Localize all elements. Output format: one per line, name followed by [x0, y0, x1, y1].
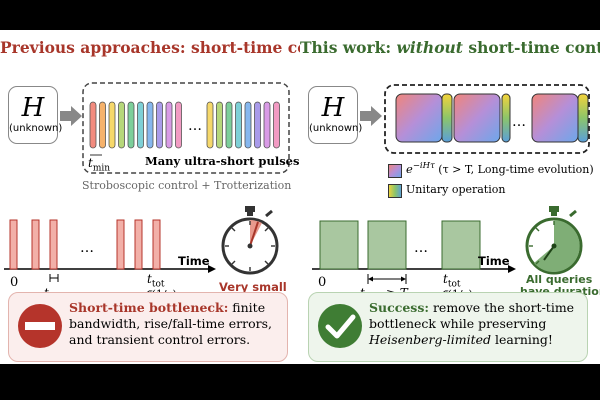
right-time-arrow-icon [508, 265, 516, 273]
block-ellipsis: … [512, 114, 526, 130]
right-flow-arrow-icon [360, 106, 382, 126]
check-circle-icon [318, 304, 362, 348]
right-panel: This work: without short-time control H … [300, 30, 600, 364]
left-bottleneck-box: Short-time bottleneck: finite bandwidth,… [8, 292, 288, 362]
right-stopwatch-icon [525, 206, 583, 275]
pulse-bar [244, 101, 252, 149]
evolution-sequence-box: … [384, 84, 590, 154]
left-time-arrow-icon [208, 265, 216, 273]
legend-evolution-swatch [388, 164, 402, 178]
right-origin: 0 [318, 275, 327, 290]
pulse-bar [206, 101, 214, 149]
left-ttot-label: ttot [147, 272, 165, 290]
left-timeline: … [4, 219, 216, 282]
timeline-query-block [367, 220, 407, 270]
method-label: Stroboscopic control + Trotterization [82, 179, 292, 192]
right-success-text: Success: remove the short-time bottlenec… [369, 300, 575, 347]
pulse-bar [165, 101, 173, 149]
right-timeline: … [312, 220, 516, 284]
pulse-bar [156, 101, 163, 149]
unitary-block [577, 93, 589, 143]
pulse-bar [235, 101, 242, 149]
left-panel: Previous approaches: short-time control … [0, 30, 300, 364]
left-bottleneck-text: Short-time bottleneck: finite bandwidth,… [69, 300, 273, 347]
pulse-bar [108, 101, 116, 149]
pulse-bar [127, 101, 135, 149]
pulse-bar [137, 101, 144, 149]
left-origin: 0 [10, 275, 19, 290]
right-timeline-ellipsis: … [414, 240, 428, 256]
timeline-pulse [116, 219, 125, 270]
pulse-bar [263, 101, 271, 149]
pulse-bar [118, 101, 125, 149]
right-hamiltonian-box: H (unknown) [308, 86, 363, 144]
timeline-query-block [441, 220, 481, 270]
left-h-symbol: H [21, 93, 45, 123]
evolution-block [395, 93, 443, 143]
pulse-caption: Many ultra-short pulses [145, 154, 300, 168]
timeline-pulse [134, 219, 143, 270]
pulse-bar [273, 101, 280, 149]
pulse-ellipsis: … [188, 118, 202, 134]
legend-unitary-swatch [388, 184, 402, 198]
timeline-pulse [152, 219, 161, 270]
legend-unitary-text: Unitary operation [406, 183, 506, 196]
pulse-bar [216, 101, 223, 149]
pulse-tmin-label: tmin [88, 156, 111, 174]
legend-evolution-text: e−iHτ (τ > T, Long-time evolution) [406, 161, 594, 176]
pulse-bar [175, 101, 182, 149]
pulse-bar [99, 101, 106, 149]
left-h-note: (unknown) [9, 123, 63, 134]
unitary-block [501, 93, 511, 143]
left-title: Previous approaches: short-time control [0, 38, 300, 57]
timeline-pulse [9, 219, 18, 270]
timeline-pulse [49, 219, 58, 270]
unitary-block [441, 93, 453, 143]
pulse-bar [89, 101, 97, 149]
evolution-block [453, 93, 501, 143]
right-axis-label: Time [478, 254, 510, 268]
stop-sign-icon [18, 304, 62, 348]
left-stopwatch-icon [221, 206, 279, 275]
right-h-note: (unknown) [309, 123, 363, 134]
pulse-bar [146, 101, 154, 149]
right-h-symbol: H [321, 93, 345, 123]
right-success-box: Success: remove the short-time bottlenec… [308, 292, 588, 362]
right-ttot-label: ttot [443, 272, 461, 290]
pulse-sequence-box: … [82, 82, 290, 174]
left-flow-arrow-icon [60, 106, 82, 126]
left-timeline-ellipsis: … [80, 240, 94, 256]
timeline-query-block [319, 220, 359, 270]
right-stopwatch-caption-1: All queries [526, 273, 593, 286]
pulse-bar [225, 101, 233, 149]
right-title: This work: without short-time control [300, 38, 600, 57]
left-stopwatch-caption-1: Very small [219, 280, 287, 294]
evolution-block [531, 93, 579, 143]
timeline-pulse [31, 219, 40, 270]
pulse-bar [254, 101, 261, 149]
left-axis-label: Time [178, 254, 210, 268]
left-hamiltonian-box: H (unknown) [8, 86, 63, 144]
